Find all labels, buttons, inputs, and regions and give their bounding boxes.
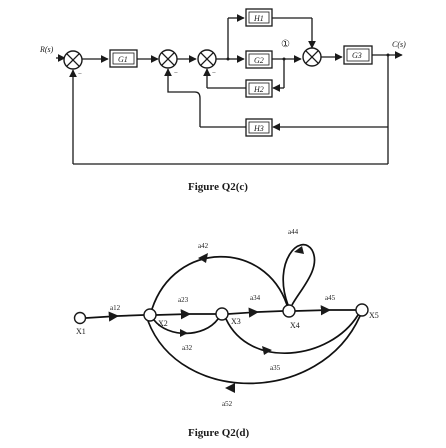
node-x4-label: X4 <box>290 321 300 330</box>
node-x2-label: X2 <box>158 319 168 328</box>
block-g1-a <box>109 49 138 68</box>
block-diagram: R(s) − G1 − − <box>39 8 406 193</box>
block-g3 <box>343 45 373 65</box>
minus-sign-sum2: − <box>174 69 178 77</box>
node-x5 <box>355 303 369 317</box>
block-g2-label: G2 <box>254 56 264 65</box>
node-x1 <box>73 311 87 325</box>
node-x2 <box>143 308 157 322</box>
signal-flow-graph: X1 X2 X3 X4 X5 a12 a23 a34 a45 a44 a42 a… <box>73 228 379 439</box>
node-x5-label: X5 <box>369 311 379 320</box>
branch-a42 <box>151 255 288 310</box>
branch-node-sum3 <box>226 57 230 61</box>
arrow-h3-to-sum2 <box>164 68 201 127</box>
branch-a34-arrow <box>227 307 260 318</box>
branch-a35-arrow <box>262 346 272 355</box>
point-marker-1: ① <box>281 39 290 50</box>
caption-figure-c: Figure Q2(c) <box>188 181 248 193</box>
branch-a12-arrow <box>85 311 120 322</box>
node-x3 <box>215 307 229 321</box>
block-h3 <box>245 118 273 137</box>
node-x4 <box>282 304 296 318</box>
input-label-rs: R(s) <box>39 45 54 54</box>
summing-junction-3 <box>197 49 217 69</box>
node-x1-label: X1 <box>76 327 86 336</box>
gain-a42-label: a42 <box>198 242 209 250</box>
gain-a34-label: a34 <box>250 294 261 302</box>
gain-a52-label: a52 <box>222 400 233 408</box>
summing-junction-1 <box>63 50 83 70</box>
summing-junction-4 <box>302 47 322 67</box>
gain-a45-label: a45 <box>325 294 336 302</box>
minus-sign-sum1: − <box>78 70 82 78</box>
branch-a52 <box>147 315 361 385</box>
gain-a32-label: a32 <box>182 344 193 352</box>
caption-figure-d: Figure Q2(d) <box>188 427 250 439</box>
branch-a42-arrow <box>198 253 208 263</box>
branch-a23-arrow <box>155 309 192 320</box>
block-h2-label: H2 <box>253 85 264 94</box>
branch-a34 <box>257 310 284 313</box>
branch-a12 <box>117 314 145 317</box>
block-h1-label: H1 <box>253 14 264 23</box>
gain-a35-label: a35 <box>270 364 281 372</box>
output-label-cs: C(s) <box>392 40 406 49</box>
block-g1-a-label: G1 <box>118 55 128 64</box>
branch-a52-arrow <box>225 383 235 393</box>
block-h3-label: H3 <box>253 124 264 133</box>
node-x3-label: X3 <box>231 317 241 326</box>
gain-a12-label: a12 <box>110 304 121 312</box>
gain-a44-label: a44 <box>288 228 299 236</box>
gain-a23-label: a23 <box>178 296 189 304</box>
self-loop-a44 <box>282 243 316 306</box>
branch-a35 <box>225 314 359 354</box>
self-loop-a44-arrow <box>294 246 304 254</box>
minus-sign-sum3: − <box>212 69 216 77</box>
branch-a45-arrow <box>294 305 332 316</box>
summing-junction-2 <box>158 49 178 69</box>
branch-a32-arrow <box>180 329 188 337</box>
block-g2 <box>245 50 273 69</box>
block-g3-label: G3 <box>352 51 362 60</box>
